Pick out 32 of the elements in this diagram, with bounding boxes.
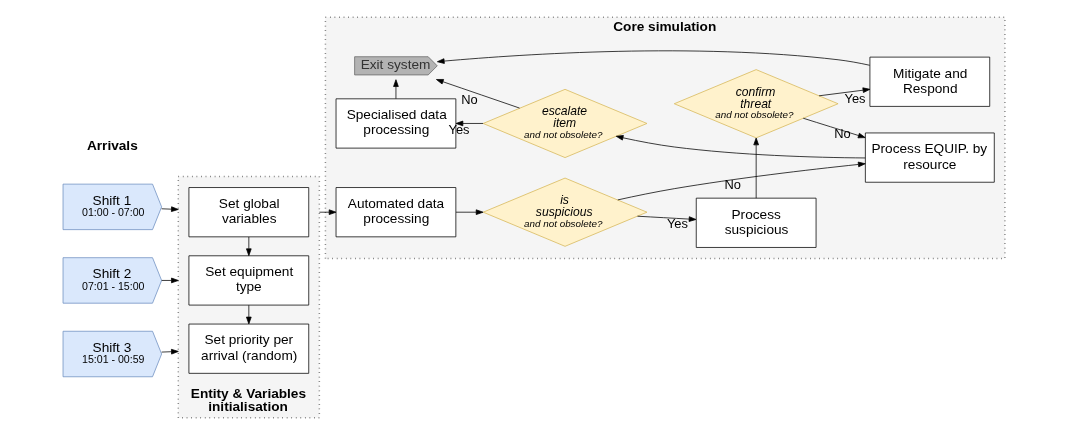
arrow: [436, 50, 870, 66]
label: Arrivals: [86, 137, 138, 153]
edge-label: Yes: [448, 121, 470, 137]
node-box: Set priority per arrival (random): [188, 323, 309, 374]
arrow: [636, 215, 696, 222]
arrow: [160, 206, 179, 212]
edge-label: Yes: [666, 216, 688, 232]
node-box: Set global variables: [188, 187, 309, 238]
arrow: [752, 137, 759, 199]
arrow: [818, 87, 870, 97]
node-box: Automated data processing: [335, 187, 456, 238]
arrow: [160, 348, 179, 355]
node-box: Process suspicious: [695, 197, 816, 248]
node-box: Set equipment type: [188, 255, 309, 306]
node-diamond: is suspicious and not obsolete?: [482, 177, 647, 247]
arrow: [616, 161, 866, 201]
edge-label: No: [460, 92, 478, 108]
arrow: [392, 79, 399, 100]
arrow: [802, 117, 866, 139]
arrow: [455, 209, 483, 215]
arrow: [615, 135, 866, 159]
arrow: [435, 79, 520, 109]
edge-label: Yes: [843, 90, 865, 106]
arrow: [245, 304, 252, 325]
node-diamond: escalate item and not obsolete?: [482, 88, 647, 158]
arrow: [245, 236, 252, 256]
node-box: Mitigate and Respond: [869, 56, 990, 107]
arrow: [160, 277, 179, 284]
arrow: [318, 209, 336, 215]
edge-label: No: [723, 176, 741, 192]
arrow: [455, 120, 483, 127]
node-box: Process EQUIP. by resource: [864, 132, 995, 183]
